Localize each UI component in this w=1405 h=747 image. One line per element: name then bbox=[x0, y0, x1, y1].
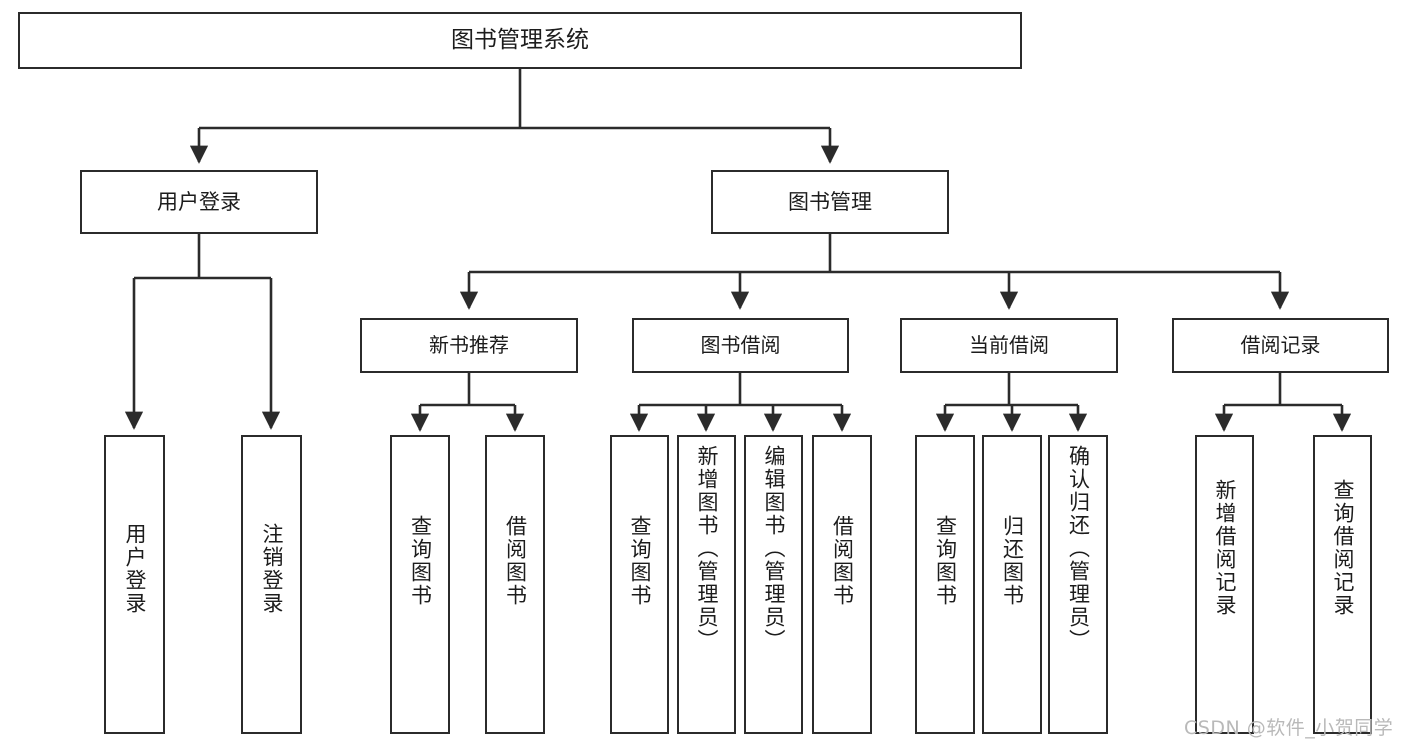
node-book-borrow[interactable]: 图书借阅 bbox=[632, 318, 849, 373]
node-root[interactable]: 图书管理系统 bbox=[18, 12, 1022, 69]
leaf-query-book-3-label: 查询图书 bbox=[933, 515, 958, 607]
csdn-watermark: CSDN @软件_小贺同学 bbox=[1184, 717, 1394, 739]
leaf-add-record[interactable]: 新增借阅记录 bbox=[1195, 435, 1254, 734]
leaf-return-book-label: 归还图书 bbox=[1000, 515, 1025, 607]
leaf-logout-label: 注销登录 bbox=[260, 523, 284, 615]
node-current-borrow-label: 当前借阅 bbox=[969, 332, 1049, 357]
leaf-query-book-3[interactable]: 查询图书 bbox=[915, 435, 975, 734]
leaf-add-book-label: 新增图书（管理员） bbox=[695, 445, 719, 652]
leaf-query-record[interactable]: 查询借阅记录 bbox=[1313, 435, 1372, 734]
leaf-borrow-book-1[interactable]: 借阅图书 bbox=[485, 435, 545, 734]
node-user-login[interactable]: 用户登录 bbox=[80, 170, 318, 234]
leaf-query-book-2-label: 查询图书 bbox=[628, 515, 652, 607]
leaf-borrow-book-2-label: 借阅图书 bbox=[830, 515, 855, 607]
node-new-book-rec-label: 新书推荐 bbox=[429, 332, 509, 357]
node-current-borrow[interactable]: 当前借阅 bbox=[900, 318, 1118, 373]
leaf-return-book[interactable]: 归还图书 bbox=[982, 435, 1042, 734]
node-user-login-label: 用户登录 bbox=[157, 189, 241, 214]
leaf-user-login-label: 用户登录 bbox=[123, 523, 147, 615]
leaf-borrow-book-2[interactable]: 借阅图书 bbox=[812, 435, 872, 734]
node-new-book-rec[interactable]: 新书推荐 bbox=[360, 318, 578, 373]
node-borrow-record-label: 借阅记录 bbox=[1240, 332, 1321, 357]
leaf-query-book-1-label: 查询图书 bbox=[408, 515, 433, 607]
leaf-confirm-return[interactable]: 确认归还（管理员） bbox=[1048, 435, 1108, 734]
leaf-query-book-2[interactable]: 查询图书 bbox=[610, 435, 669, 734]
leaf-confirm-return-label: 确认归还（管理员） bbox=[1066, 445, 1091, 652]
leaf-edit-book[interactable]: 编辑图书（管理员） bbox=[744, 435, 803, 734]
leaf-add-book[interactable]: 新增图书（管理员） bbox=[677, 435, 736, 734]
leaf-logout[interactable]: 注销登录 bbox=[241, 435, 302, 734]
node-book-manage-label: 图书管理 bbox=[788, 189, 872, 214]
leaf-borrow-book-1-label: 借阅图书 bbox=[503, 515, 528, 607]
node-book-borrow-label: 图书借阅 bbox=[700, 332, 781, 357]
leaf-user-login[interactable]: 用户登录 bbox=[104, 435, 165, 734]
leaf-query-book-1[interactable]: 查询图书 bbox=[390, 435, 450, 734]
leaf-query-record-label: 查询借阅记录 bbox=[1331, 479, 1355, 617]
node-book-manage[interactable]: 图书管理 bbox=[711, 170, 949, 234]
leaf-add-record-label: 新增借阅记录 bbox=[1213, 479, 1237, 617]
leaf-edit-book-label: 编辑图书（管理员） bbox=[762, 445, 786, 652]
node-borrow-record[interactable]: 借阅记录 bbox=[1172, 318, 1389, 373]
node-root-label: 图书管理系统 bbox=[451, 27, 589, 54]
